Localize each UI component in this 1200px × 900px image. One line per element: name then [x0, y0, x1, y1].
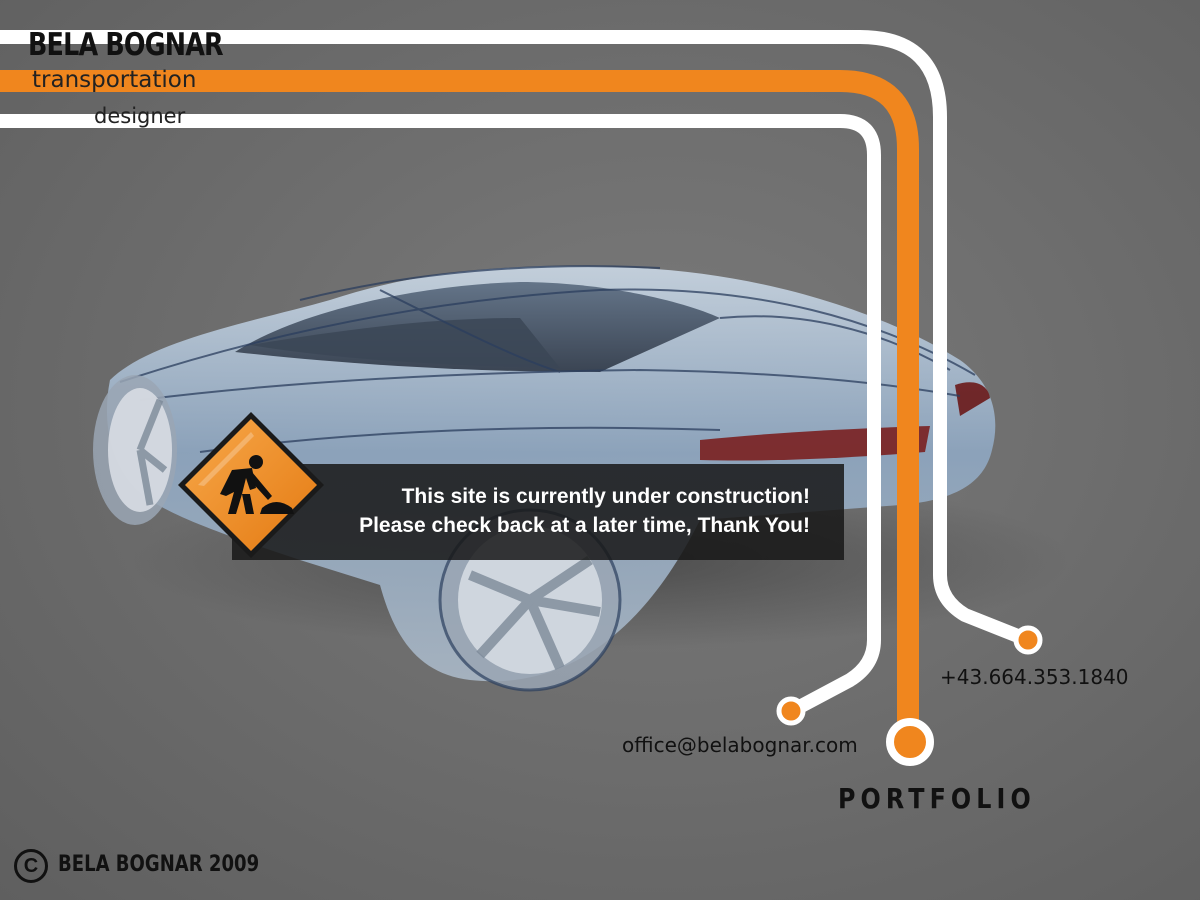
car-front-wheel — [93, 375, 177, 525]
phone-node — [1013, 625, 1043, 655]
white-line-phone — [0, 30, 1031, 647]
brand-role-line2: designer — [94, 104, 186, 128]
orange-line-portfolio — [0, 70, 919, 742]
phone-number[interactable]: +43.664.353.1840 — [940, 665, 1129, 689]
construction-worker-sign-icon — [178, 412, 324, 558]
notice-line-1: This site is currently under constructio… — [401, 485, 810, 508]
brand-role-line1: transportation — [32, 67, 197, 93]
portfolio-link[interactable]: PORTFOLIO — [838, 782, 1036, 815]
portfolio-node — [886, 718, 934, 766]
car-side-window — [250, 318, 560, 368]
construction-notice-bar: This site is currently under constructio… — [232, 464, 844, 560]
copyright-text: BELA BOGNAR 2009 — [58, 852, 260, 877]
email-node — [776, 696, 806, 726]
notice-line-2: Please check back at a later time, Thank… — [359, 514, 810, 537]
email-link[interactable]: office@belabognar.com — [622, 733, 858, 757]
white-line-email — [0, 114, 881, 719]
brand-name: BELA BOGNAR — [28, 27, 224, 63]
copyright-icon: C — [14, 849, 48, 883]
